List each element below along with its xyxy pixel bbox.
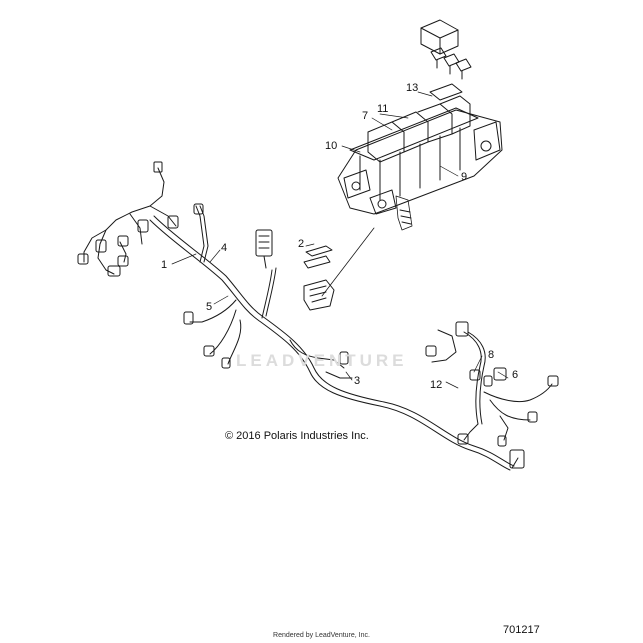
main-harness-trunk	[149, 203, 475, 451]
connector-part-2	[303, 245, 335, 311]
callout-6: 6	[512, 369, 519, 381]
watermark: LEADVENTURE	[236, 351, 408, 370]
figure-number: 701217	[503, 624, 540, 636]
left-connector-cluster	[77, 161, 179, 277]
callout-8: 8	[488, 349, 495, 361]
callout-10: 10	[325, 140, 338, 152]
callout-12: 12	[430, 379, 443, 391]
callout-7: 7	[362, 110, 369, 122]
right-harness-branch	[425, 321, 559, 471]
callout-leaders	[171, 91, 509, 389]
callout-2: 2	[298, 238, 305, 250]
callout-3: 3	[354, 375, 361, 387]
callout-11: 11	[377, 103, 389, 115]
callout-5: 5	[206, 301, 213, 313]
leader-fuse-box	[321, 227, 375, 297]
callout-9: 9	[461, 171, 468, 183]
relay-parts-top	[420, 19, 472, 80]
fuse-box	[337, 83, 503, 231]
callout-1: 1	[161, 259, 168, 271]
callout-13: 13	[406, 82, 419, 94]
copyright-notice: © 2016 Polaris Industries Inc.	[225, 430, 369, 442]
rendered-by-credit: Rendered by LeadVenture, Inc.	[273, 632, 370, 639]
callout-4: 4	[221, 242, 228, 254]
